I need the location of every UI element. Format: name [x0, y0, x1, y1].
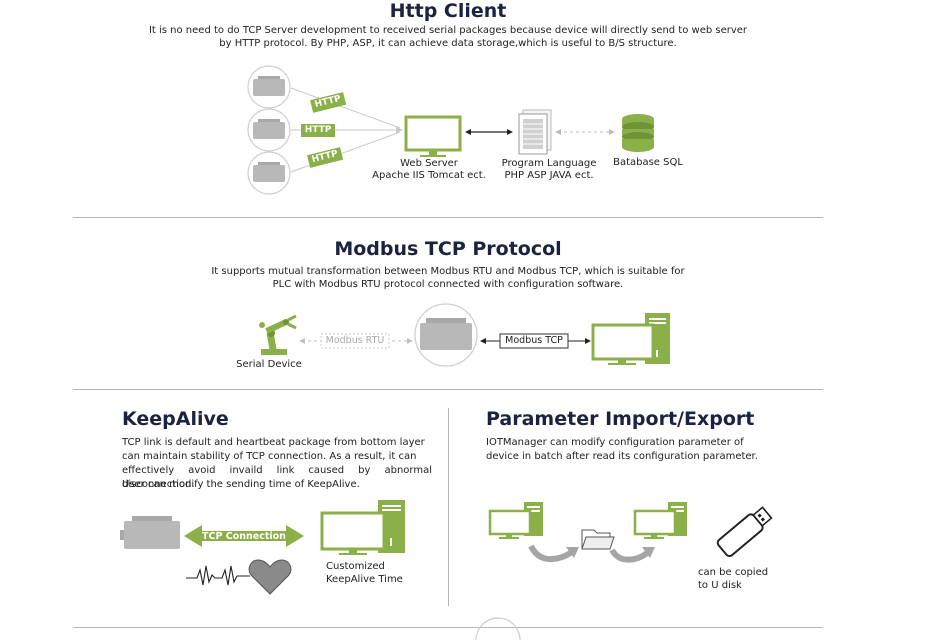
- copy-to-u-disk-2: to U disk: [698, 580, 742, 591]
- keepalive-para-1: TCP link is default and heartbeat packag…: [122, 437, 425, 448]
- http-tag-2: HTTP: [304, 125, 332, 135]
- folder-icon: [581, 529, 615, 550]
- web-server-examples: Apache IIS Tomcat ect.: [372, 170, 486, 181]
- device-icon-3: [247, 151, 291, 195]
- keepalive-time-label: KeepAlive Time: [326, 574, 403, 585]
- target-computer-icon: [633, 502, 687, 539]
- http-client-desc-2: by HTTP protocol. By PHP, ASP, it can ac…: [219, 38, 677, 49]
- database-icon: [622, 114, 654, 152]
- database-label: Batabase SQL: [613, 157, 683, 168]
- program-language-label: Program Language: [501, 158, 597, 169]
- modbus-tcp-desc-2: PLC with Modbus RTU protocol connected w…: [272, 279, 624, 290]
- divider-1: [73, 217, 823, 218]
- usb-disk-icon: [716, 506, 773, 558]
- web-server-monitor-icon: [404, 115, 462, 157]
- device-icon-2: [247, 108, 291, 152]
- http-client-desc-1: It is no need to do TCP Server developme…: [148, 25, 748, 36]
- param-para-1: IOTManager can modify configuration para…: [486, 437, 744, 448]
- keepalive-para-3: effectively avoid invaild link caused by…: [122, 465, 432, 490]
- keepalive-para-4: User can modify the sending time of Keep…: [122, 479, 360, 490]
- modbus-tcp-label: Modbus TCP: [505, 335, 563, 346]
- vertical-divider: [448, 408, 449, 606]
- http-client-diagram: [247, 65, 654, 195]
- modbus-rtu-label: Modbus RTU: [325, 335, 385, 346]
- keepalive-computer-icon: [320, 500, 405, 555]
- program-language-examples: PHP ASP JAVA ect.: [504, 170, 594, 181]
- modbus-tcp-desc-1: It supports mutual transformation betwee…: [211, 266, 685, 277]
- param-title: Parameter Import/Export: [486, 408, 755, 430]
- source-computer-icon: [488, 502, 543, 539]
- divider-3: [73, 627, 823, 628]
- program-document-icon: [518, 109, 552, 155]
- tcp-connection-label: TCP Connection: [202, 531, 286, 542]
- param-para-2: device in batch after read its configura…: [486, 451, 758, 462]
- device-icon-1: [247, 65, 291, 109]
- robot-arm-icon: [259, 314, 297, 355]
- customized-label: Customized: [326, 561, 385, 572]
- gateway-device-icon: [414, 303, 478, 367]
- keepalive-para-2: can maintain stability of TCP connection…: [122, 451, 417, 462]
- modbus-tcp-title: Modbus TCP Protocol: [334, 238, 562, 260]
- keepalive-title: KeepAlive: [122, 408, 229, 430]
- serial-device-label: Serial Device: [236, 359, 302, 370]
- modbus-diagram: [259, 303, 670, 367]
- computer-icon: [591, 313, 670, 365]
- web-server-label: Web Server: [400, 158, 458, 169]
- http-client-title: Http Client: [389, 0, 507, 22]
- keepalive-device-icon: [120, 516, 180, 549]
- copy-to-u-disk-1: can be copied: [698, 567, 769, 578]
- heart-icon: [248, 559, 292, 595]
- divider-2: [73, 389, 823, 390]
